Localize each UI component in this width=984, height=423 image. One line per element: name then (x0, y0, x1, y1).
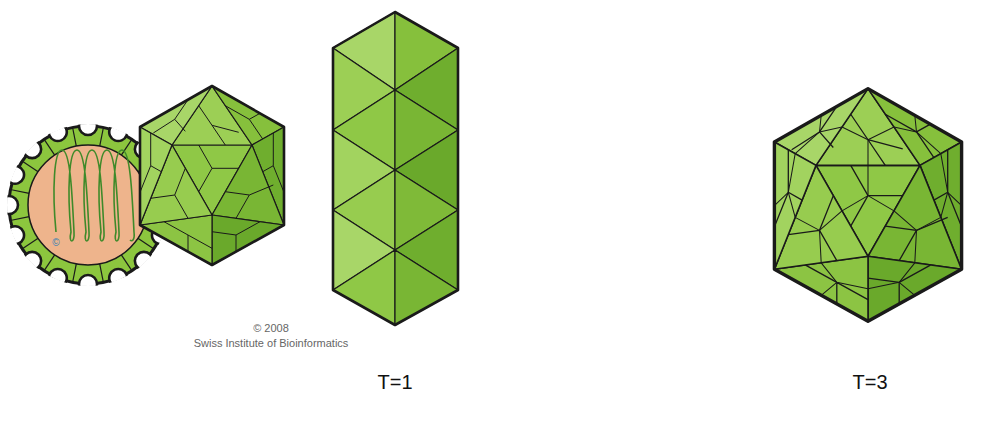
triangulation-label: T=1 (377, 370, 412, 394)
icosahedral-capsid-t1 (140, 86, 284, 265)
prolate-capsid (333, 12, 458, 325)
nucleic-acid-helix (54, 150, 134, 241)
credit-note: Swiss Institute of Bioinformatics (194, 337, 349, 350)
icosahedral-capsid-t3 (774, 89, 961, 322)
copyright-mark: © (52, 237, 59, 249)
copyright-year: © 2008 (253, 322, 289, 335)
triangulation-label: T=3 (852, 370, 887, 394)
